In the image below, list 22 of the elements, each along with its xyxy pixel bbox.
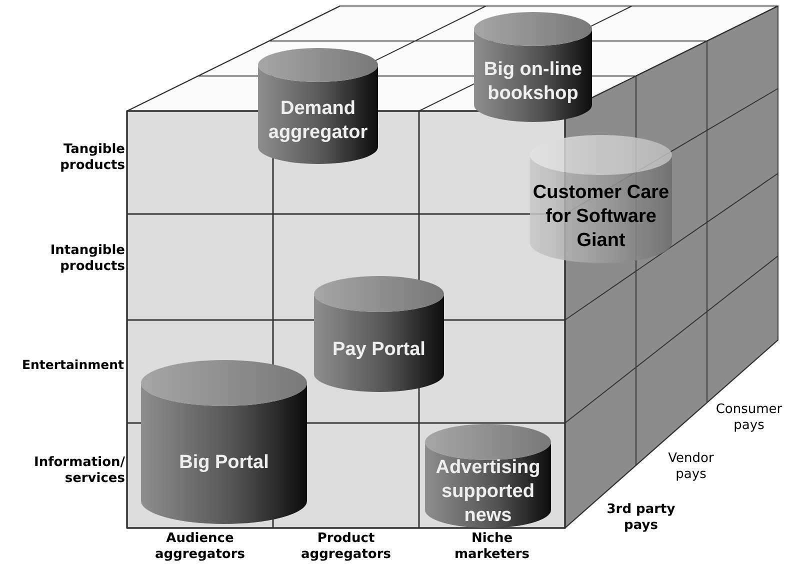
column-label: Niche marketers [453, 531, 531, 563]
column-label: Audience aggregators [154, 531, 246, 563]
cylinder-label: Demand aggregator [267, 97, 369, 145]
depth-label: Consumer pays [714, 402, 784, 434]
column-label: Product aggregators [300, 531, 392, 563]
row-label: Entertainment [20, 357, 124, 373]
cylinder-label: Customer Care for Software Giant [532, 181, 670, 253]
cylinder [314, 276, 444, 392]
row-label: Tangible products [59, 142, 125, 174]
depth-label: Vendor pays [667, 451, 715, 483]
cylinder [530, 135, 672, 263]
cylinder [141, 360, 307, 524]
depth-label: 3rd party pays [606, 502, 676, 534]
cylinder [258, 48, 378, 164]
row-label: Intangible products [49, 243, 125, 275]
cylinder-label: Big Portal [178, 451, 270, 475]
cylinder-label: Advertising supported news [434, 460, 542, 524]
cylinder-label: Big on-line bookshop [482, 58, 584, 106]
cylinder [474, 12, 592, 122]
cylinder [425, 424, 551, 528]
cylinder-label: Pay Portal [332, 338, 426, 362]
row-label: Information/ services [32, 455, 125, 487]
